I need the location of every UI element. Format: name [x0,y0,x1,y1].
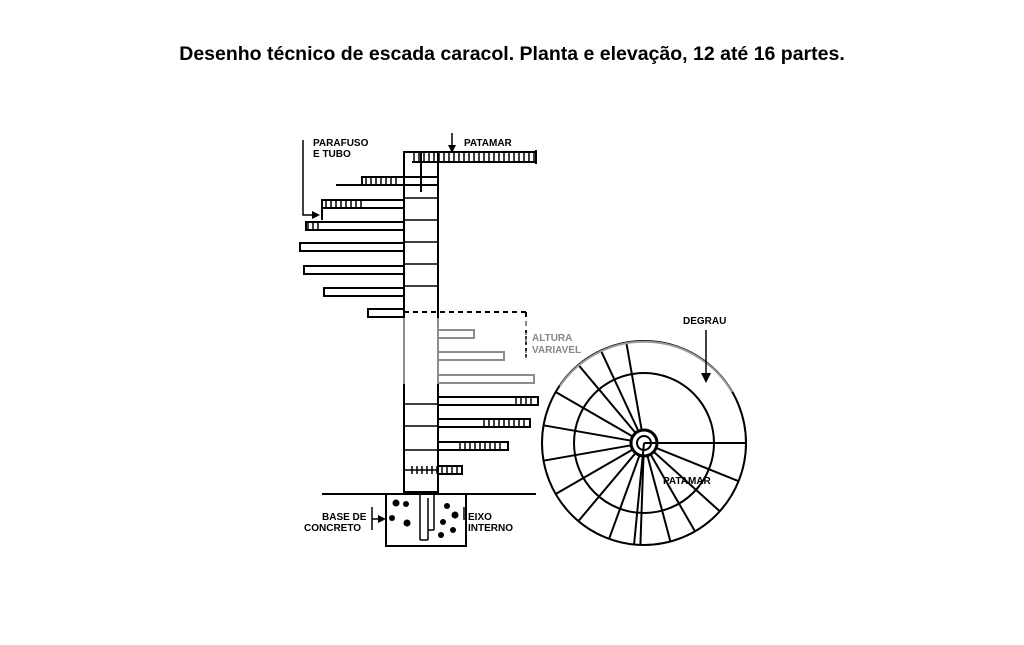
plan-tread-line [649,453,696,532]
label-interno: INTERNO [468,523,513,534]
internal-axis [419,494,435,541]
plan-tread-line [555,391,634,438]
plan-tread-line [577,452,637,522]
plan-tread-line [577,364,637,434]
plan-tread-line [646,455,672,542]
plan-tread-line [653,450,721,513]
plan-tread-line [639,455,645,545]
faded-section [398,318,548,384]
label-patamar-plan: PATAMAR [663,476,712,487]
label-eixo: EIXO [468,512,492,523]
elevation-view [299,133,548,547]
label-parafuso: PARAFUSO [313,138,369,149]
column-step-lines [404,197,438,471]
label-degrau: DEGRAU [683,316,726,327]
plan-view [541,330,747,546]
leader-lines [302,133,527,530]
label-altura: ALTURA [532,333,572,344]
plan-landing-edge-2 [633,442,645,546]
labels: PARAFUSO E TUBO PATAMAR ALTURA VARIAVEL … [304,138,726,534]
label-e-tubo: E TUBO [313,149,351,160]
label-base-de: BASE DE [322,512,367,523]
degrau-arrow-head [701,373,711,383]
page-title: Desenho técnico de escada caracol. Plant… [179,43,845,65]
label-variavel: VARIAVEL [532,345,581,356]
label-patamar-top: PATAMAR [464,138,513,149]
left-steps [299,176,439,318]
plan-tread-line [543,424,632,442]
plan-tread-lines [543,342,739,545]
plan-tread-line [543,444,632,462]
concrete-aggregate [389,499,459,538]
plan-tread-line [625,342,643,431]
plan-tread-line [555,448,634,495]
concrete-base [385,493,467,547]
plan-tread-line [599,350,640,432]
landing-elevation [412,150,537,164]
plan-tread-line [608,454,641,540]
label-concreto: CONCRETO [304,523,361,534]
plan-gray-arc [559,340,733,393]
plan-tread-line [655,446,739,483]
